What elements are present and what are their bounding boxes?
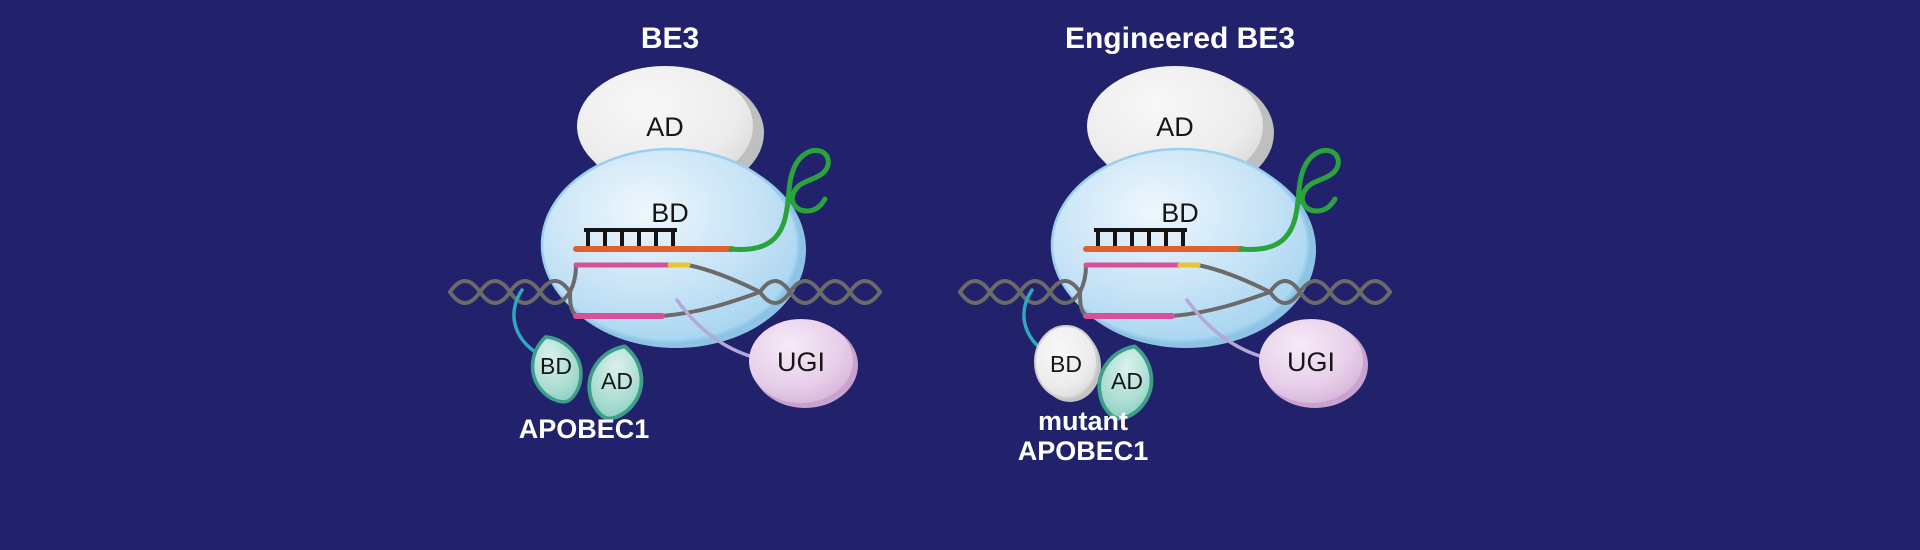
ugi-linker xyxy=(675,298,755,359)
apobec-ad-lobe xyxy=(587,344,644,421)
cas9-bd-label: BD xyxy=(1161,198,1199,228)
dna-helix-left-strand-b xyxy=(958,279,1082,305)
ugi-label: UGI xyxy=(1287,347,1335,377)
apobec-name-line1: mutant xyxy=(1038,406,1128,436)
ugi-domain xyxy=(749,319,853,403)
cas9-ad-label: AD xyxy=(1156,112,1194,142)
apobec-bd-label: BD xyxy=(1050,351,1082,377)
panel-engineered-be3: Engineered BE3 AD BD xyxy=(958,22,1392,466)
dna-open-bottom-right xyxy=(660,290,762,318)
ugi-domain xyxy=(1259,319,1363,403)
cas9-bd-domain xyxy=(1050,147,1310,343)
ugi-label: UGI xyxy=(777,347,825,377)
dna-open-bottom-right xyxy=(1170,290,1272,318)
apobec-name-line2: APOBEC1 xyxy=(1018,436,1149,466)
dna-helix-left-strand-b xyxy=(448,279,572,305)
apobec-bd-lobe xyxy=(530,335,583,404)
apobec-ad-label: AD xyxy=(1111,368,1143,394)
sgrna-scaffold-loop xyxy=(1238,147,1341,252)
dna-open-top-left xyxy=(1078,264,1088,294)
apobec-ad-lobe xyxy=(1097,344,1154,421)
apobec-name: APOBEC1 xyxy=(519,414,650,444)
cas9-bd-domain xyxy=(540,147,800,343)
dna-open-top-left xyxy=(568,264,578,294)
sgrna-scaffold-loop xyxy=(728,147,831,252)
apobec-ad-label: AD xyxy=(601,368,633,394)
cas9-bd-label: BD xyxy=(651,198,689,228)
panel-title: BE3 xyxy=(641,22,699,55)
dna-open-top-right xyxy=(1196,263,1272,294)
dna-helix-right-strand-b xyxy=(758,279,882,305)
dna-helix-right-strand-b xyxy=(1268,279,1392,305)
dna-open-top-right xyxy=(686,263,762,294)
cas9-ad-label: AD xyxy=(646,112,684,142)
ugi-linker xyxy=(1185,298,1265,359)
apobec-bd-label: BD xyxy=(540,353,572,379)
apobec-bd-lobe-mutant xyxy=(1034,325,1098,399)
panel-be3: BE3 AD BD xyxy=(448,22,882,444)
panel-title: Engineered BE3 xyxy=(1065,22,1295,55)
